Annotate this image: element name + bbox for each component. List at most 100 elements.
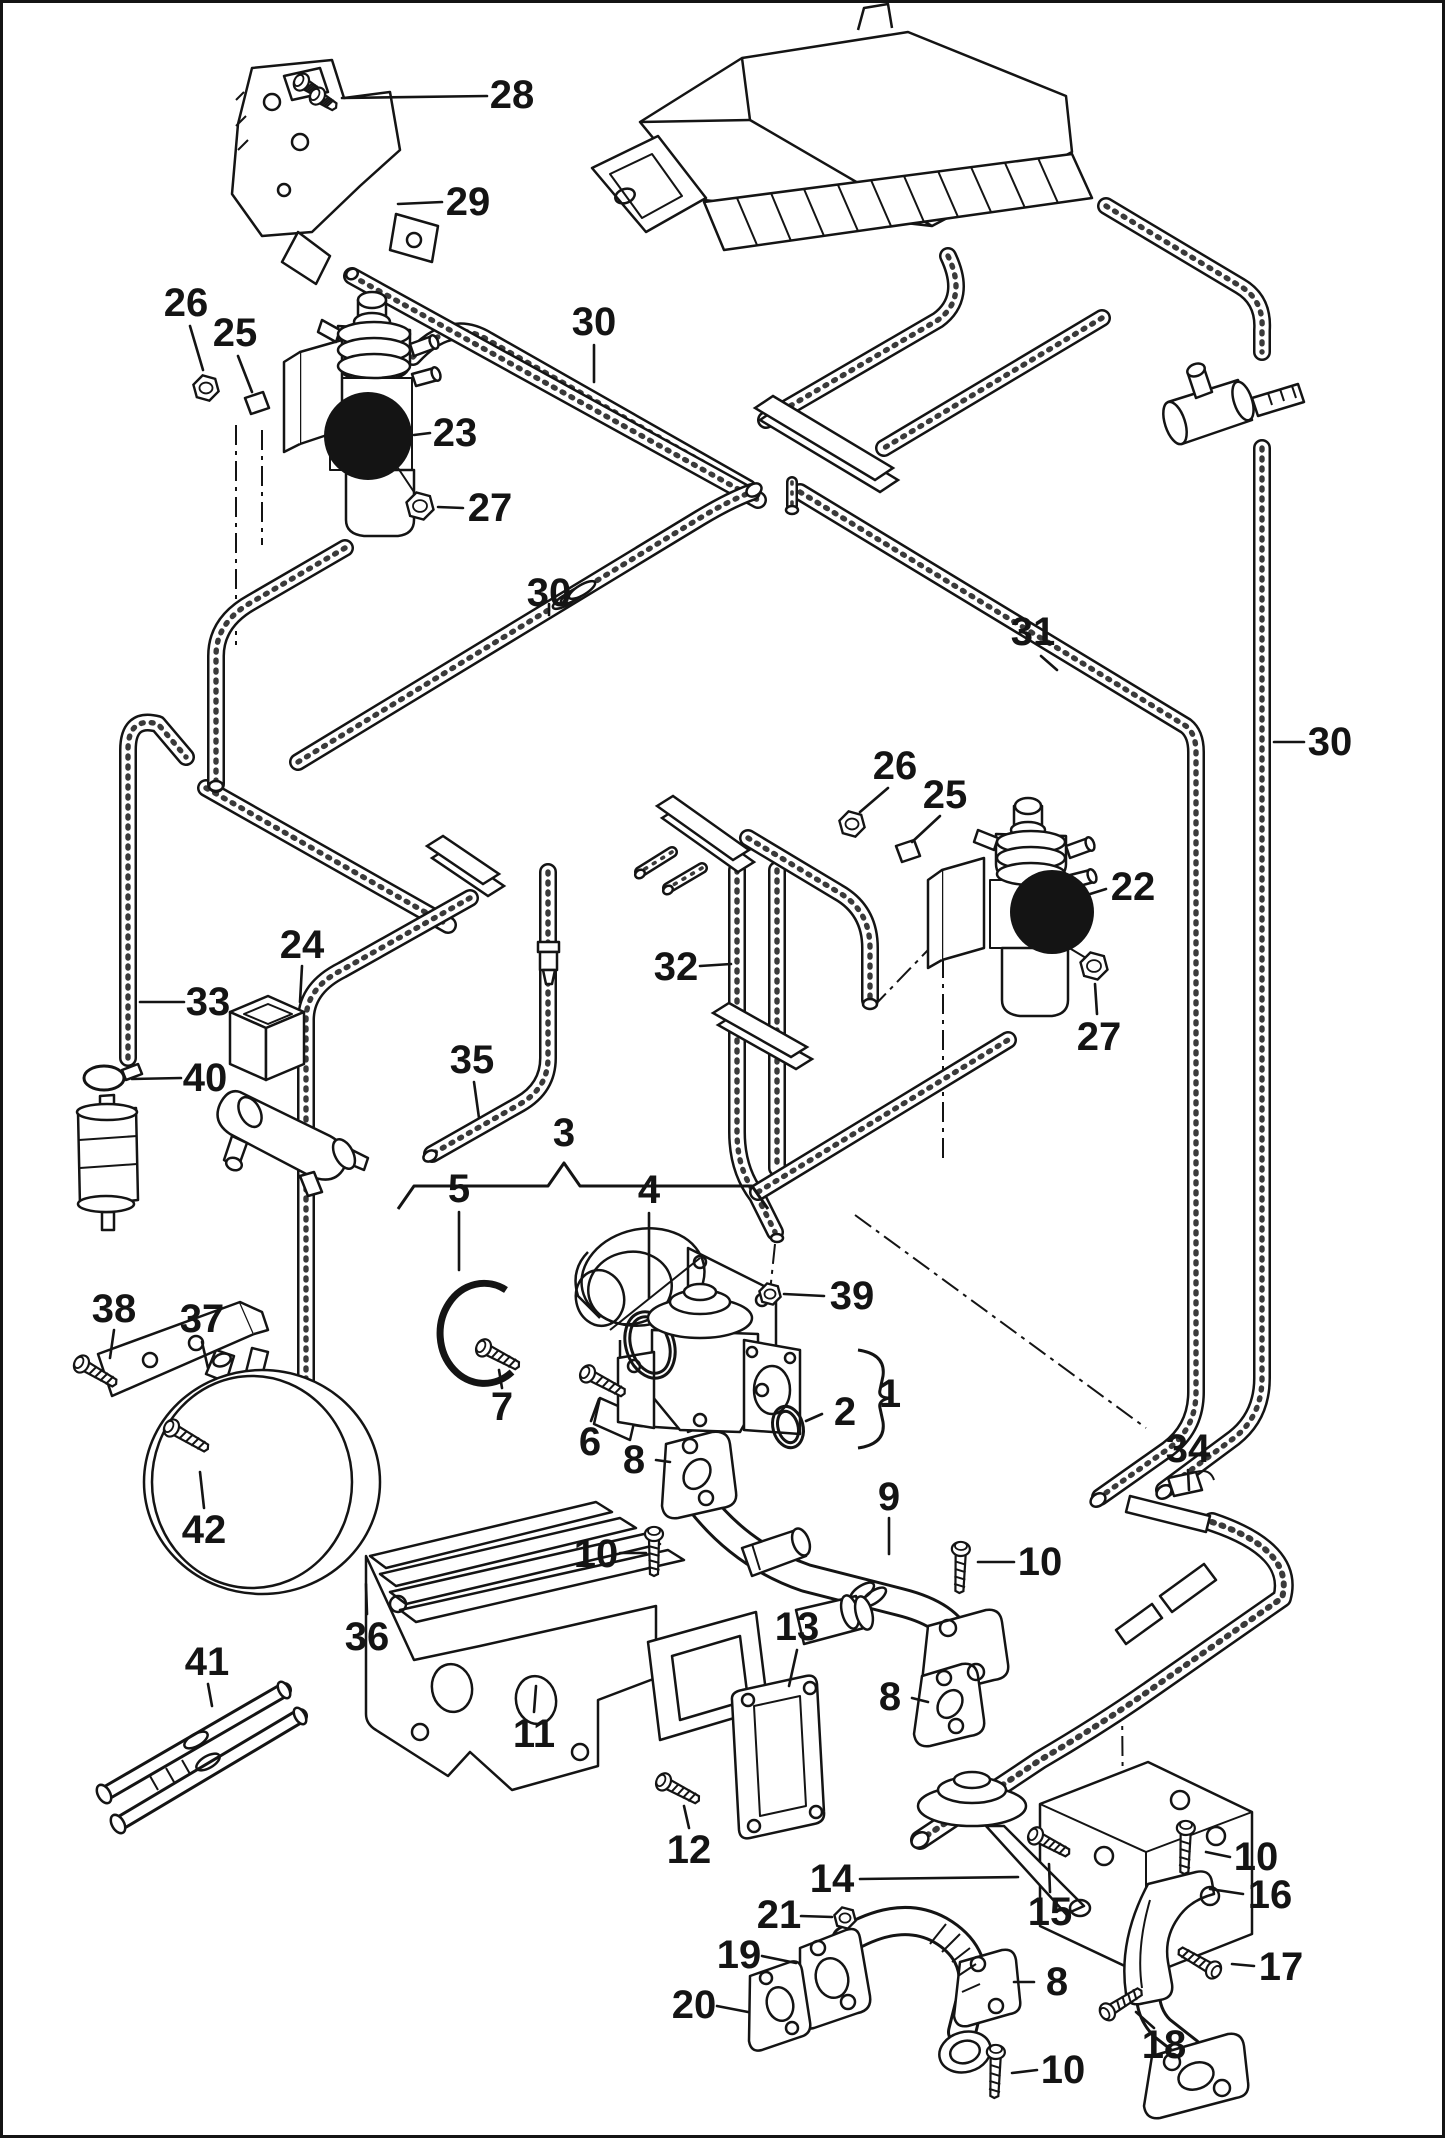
pipe-bars bbox=[424, 394, 901, 1071]
nuts bbox=[192, 374, 1109, 1930]
callout-label-10: 10 bbox=[1041, 2048, 1086, 2092]
callout-6-24: 6 bbox=[579, 1397, 601, 1464]
callout-40-16: 40 bbox=[130, 1056, 227, 1100]
hose-cap-2 bbox=[745, 482, 763, 498]
callout-5-20: 5 bbox=[448, 1167, 470, 1272]
gasket-8b bbox=[912, 1662, 986, 1748]
nut-21 bbox=[833, 1906, 857, 1930]
callout-label-37: 37 bbox=[180, 1297, 225, 1341]
callout-label-15: 15 bbox=[1028, 1890, 1073, 1934]
gasket20-hole-2 bbox=[784, 2020, 800, 2036]
callout-34-31: 34 bbox=[1166, 1427, 1211, 1492]
spacer-25-left bbox=[243, 390, 271, 416]
dash-dot-line-3 bbox=[854, 1214, 1147, 1429]
throttle-plate-hole-1 bbox=[692, 1254, 708, 1270]
hose-cap-10 bbox=[910, 1831, 930, 1849]
valve22-stem bbox=[1013, 796, 1043, 816]
callout-label-30: 30 bbox=[527, 571, 572, 615]
callout-label-2: 2 bbox=[834, 1390, 856, 1434]
egr1-arm-hole bbox=[626, 1358, 642, 1374]
egr1-flange-hole bbox=[752, 1364, 792, 1416]
cooler-nipple-end bbox=[790, 1527, 812, 1557]
hoses bbox=[119, 197, 1294, 1850]
callout-label-20: 20 bbox=[672, 1983, 717, 2027]
gasket8b-center bbox=[936, 1688, 964, 1720]
screw-10-a bbox=[950, 1540, 971, 1595]
hose-cap-5 bbox=[861, 997, 879, 1011]
bracket37-hole-1 bbox=[141, 1351, 159, 1369]
tool-cap-1 bbox=[276, 1680, 292, 1700]
callout-label-27: 27 bbox=[468, 486, 513, 530]
hose-cap-6 bbox=[1089, 1492, 1107, 1508]
callout-41-36: 41 bbox=[185, 1640, 229, 1708]
fittingC-end bbox=[1162, 400, 1188, 446]
hose-right-entry bbox=[875, 309, 1111, 457]
fitting-connector bbox=[1166, 366, 1306, 446]
hose-35 bbox=[423, 863, 557, 1163]
egr14-hole-2 bbox=[1205, 1825, 1227, 1847]
gasket8a-hole-1 bbox=[681, 1437, 699, 1455]
callout-label-8: 8 bbox=[1046, 1960, 1068, 2004]
callout-label-9: 9 bbox=[878, 1475, 900, 1519]
c-ring-5 bbox=[436, 1279, 515, 1387]
callout-23-4: 23 bbox=[412, 411, 477, 455]
screw-15 bbox=[1026, 1826, 1071, 1858]
callout-label-4: 4 bbox=[638, 1168, 661, 1212]
callout-label-34: 34 bbox=[1166, 1427, 1211, 1471]
callout-label-19: 19 bbox=[717, 1933, 762, 1977]
valve22-nipple-tip-2 bbox=[1086, 868, 1098, 884]
callout-8-45: 8 bbox=[879, 1675, 930, 1719]
egr1-hole-1 bbox=[745, 1345, 759, 1359]
flange19-hole-2 bbox=[839, 1993, 857, 2011]
callout-17-49: 17 bbox=[1230, 1945, 1304, 1989]
flange8c-hole-2 bbox=[987, 1997, 1005, 2015]
flange-8c bbox=[952, 1948, 1022, 2028]
hose-30-top-b bbox=[343, 267, 767, 509]
callout-label-42: 42 bbox=[182, 1508, 227, 1552]
hose-30-right bbox=[1155, 439, 1271, 1499]
callout-4-21: 4 bbox=[638, 1168, 661, 1300]
callout-label-18: 18 bbox=[1142, 2023, 1187, 2067]
callout-label-24: 24 bbox=[280, 923, 325, 967]
air-cleaner bbox=[590, 2, 1094, 252]
hose-33-diagonal bbox=[197, 779, 457, 934]
flange9-hole-1 bbox=[938, 1618, 958, 1638]
hose-cap-12 bbox=[661, 884, 675, 896]
gasket-13 bbox=[730, 1674, 826, 1840]
screw-42 bbox=[162, 1418, 210, 1453]
pipe-bar-4 bbox=[710, 1001, 815, 1071]
gasket8b-hole-2 bbox=[947, 1717, 965, 1735]
fittingC-tail-tip bbox=[1186, 362, 1206, 378]
callout-label-26: 26 bbox=[873, 744, 918, 788]
flange14-hole-2 bbox=[1212, 2078, 1232, 2098]
callout-label-25: 25 bbox=[213, 311, 258, 355]
gasket13-hole-3 bbox=[808, 1804, 824, 1820]
callout-16-48: 16 bbox=[1208, 1873, 1292, 1917]
markers bbox=[324, 392, 1094, 954]
callout-label-26: 26 bbox=[164, 281, 209, 325]
bracket29-hole-2 bbox=[290, 132, 310, 152]
cooler-hole-5 bbox=[570, 1742, 590, 1762]
screw-17 bbox=[1177, 1946, 1223, 1980]
egr14-hole-4 bbox=[1199, 1885, 1221, 1907]
cooler-stub-end bbox=[853, 1595, 875, 1631]
callout-26-10: 26 bbox=[858, 744, 918, 814]
callout-label-10: 10 bbox=[574, 1532, 619, 1576]
callout-30-9: 30 bbox=[1272, 720, 1352, 764]
hose34-collar-1 bbox=[1158, 1562, 1218, 1614]
callouts: 2829262523273030313026252227243340323535… bbox=[92, 73, 1353, 2092]
hose34-collar-2 bbox=[1114, 1602, 1164, 1646]
callout-label-17: 17 bbox=[1259, 1945, 1304, 1989]
callout-8-25: 8 bbox=[623, 1438, 672, 1482]
clamp-40 bbox=[82, 1064, 126, 1092]
callout-32-17: 32 bbox=[654, 945, 733, 989]
pipe-bar-2 bbox=[654, 794, 757, 874]
callout-12-39: 12 bbox=[667, 1804, 711, 1872]
gasket8b-hole-1 bbox=[935, 1669, 953, 1687]
throttle-plate-hole-4 bbox=[692, 1412, 708, 1428]
cooler-hole-3 bbox=[388, 1594, 408, 1614]
valve23-marker bbox=[324, 392, 412, 480]
gasket20-hole-1 bbox=[758, 1970, 774, 1986]
cooler-hole-2 bbox=[514, 1674, 558, 1726]
hose-cap-9 bbox=[422, 1149, 438, 1163]
